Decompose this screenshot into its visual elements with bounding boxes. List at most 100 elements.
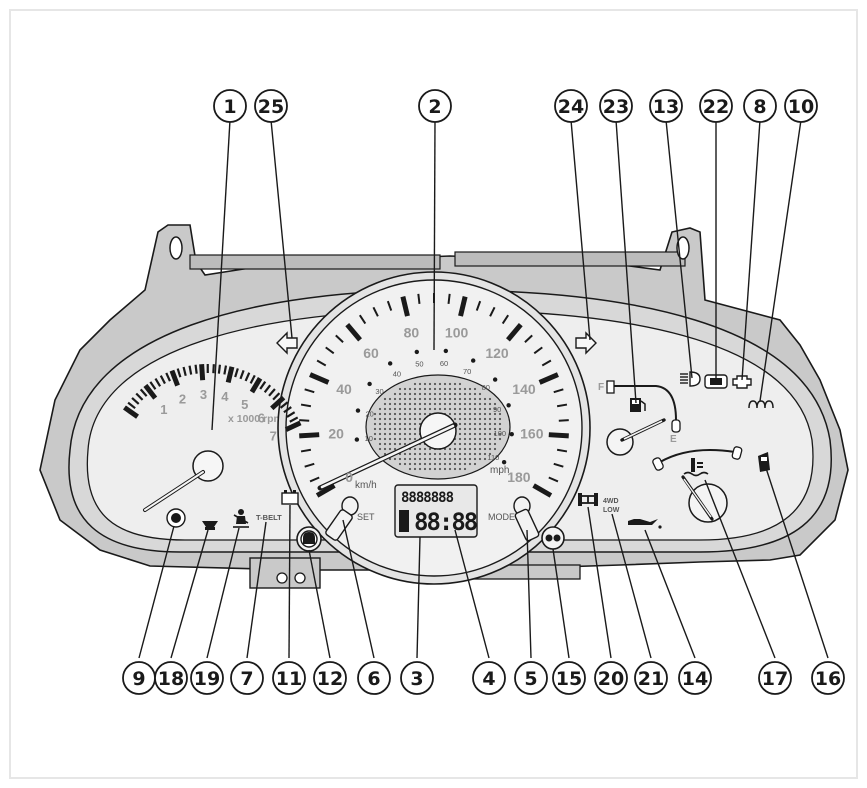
tach-minor-tick: [263, 384, 272, 393]
callout-leader-lines: [138, 119, 829, 659]
tach-minor-tick: [286, 411, 296, 418]
speedo-minor-tick: [489, 306, 496, 317]
callout-25: 25: [254, 89, 288, 123]
speedo-major-tick: [506, 322, 523, 342]
speedo-mph-number: 100: [494, 429, 507, 438]
tach-minor-tick: [212, 364, 215, 374]
speedo-kmh-number: 80: [404, 325, 420, 341]
speedo-minor-tick: [548, 476, 559, 483]
tach-number: 5: [241, 397, 248, 412]
tach-minor-tick: [268, 388, 276, 397]
tbelt-warning-label: T-BELT: [256, 513, 282, 522]
tach-minor-tick: [244, 372, 251, 382]
tach-minor-tick: [217, 364, 222, 374]
speedo-kmh-number: 0: [345, 469, 353, 485]
tach-minor-tick: [182, 366, 187, 376]
tach-number: 4: [221, 389, 229, 404]
abs-brake-warning-icon: [166, 508, 186, 528]
callout-18: 18: [154, 661, 188, 695]
callout-24: 24: [554, 89, 588, 123]
speedo-major-tick: [299, 432, 320, 439]
speedo-major-tick: [548, 432, 569, 439]
coolant-temp-icon: [683, 458, 709, 477]
speedo-minor-tick: [325, 346, 335, 355]
svg-text:1: 1: [223, 96, 236, 118]
speedo-major-tick: [345, 322, 362, 342]
tach-number: 7: [270, 429, 277, 444]
mode-knob[interactable]: [513, 496, 540, 542]
tach-minor-tick: [234, 368, 239, 378]
speedo-minor-tick: [541, 359, 552, 367]
tach-number: 3: [200, 387, 207, 402]
tach-minor-tick: [259, 380, 267, 390]
speedo-minor-tick: [299, 419, 310, 422]
speedo-minor-tick: [553, 462, 564, 468]
callout-2: 2: [418, 89, 452, 123]
svg-text:18: 18: [158, 668, 184, 690]
svg-text:9: 9: [132, 668, 145, 690]
svg-text:5: 5: [524, 668, 537, 690]
main-beam-icon: [680, 371, 701, 387]
speedo-minor-tick: [316, 359, 327, 367]
tach-minor-tick: [176, 368, 182, 378]
speedo-mph-number: 110: [487, 453, 499, 462]
tach-minor-tick: [165, 372, 171, 382]
svg-text:8: 8: [753, 96, 766, 118]
diff-lock-icon: [578, 493, 598, 506]
speedo-minor-tick: [358, 314, 367, 325]
speedo-mph-dot: [492, 377, 498, 382]
tach-minor-tick: [139, 388, 148, 397]
speedo-mph-number: 40: [393, 369, 401, 378]
speedo-mph-dot: [387, 361, 393, 366]
callout-9: 9: [122, 661, 156, 695]
speedo-minor-tick: [309, 476, 320, 483]
tach-minor-tick: [239, 370, 245, 380]
fuel-full-label: F: [598, 382, 604, 393]
speedometer: km/h mph 8888888 88:88 SET MODE: [277, 271, 591, 585]
speedo-kmh-number: 120: [485, 345, 509, 361]
tach-minor-tick: [194, 364, 198, 374]
callout-12: 12: [313, 661, 347, 695]
tach-minor-tick: [279, 401, 289, 409]
speedo-mph-dot: [509, 431, 514, 437]
speedo-mph-number: 90: [493, 405, 501, 414]
svg-text:24: 24: [558, 96, 584, 118]
callout-20: 20: [594, 661, 628, 695]
svg-text:22: 22: [703, 96, 729, 118]
speedo-mph-dot: [355, 408, 361, 413]
speedo-minor-tick: [417, 293, 421, 304]
speedo-minor-tick: [300, 448, 312, 453]
speedo-minor-tick: [553, 388, 564, 394]
svg-text:23: 23: [603, 96, 629, 118]
trip-reset-button[interactable]: [296, 526, 322, 552]
fuel-needle-hub: [606, 428, 634, 456]
callout-10: 10: [784, 89, 818, 123]
speedo-mph-number: 60: [440, 359, 448, 368]
svg-text:4: 4: [482, 668, 495, 690]
speedo-minor-tick: [304, 388, 315, 394]
tach-minor-tick: [127, 401, 136, 410]
fuel-gauge: F E: [598, 380, 681, 456]
mount-hole-left: [169, 236, 183, 260]
speedo-minor-tick: [304, 462, 315, 468]
speedo-major-tick: [400, 296, 410, 317]
svg-text:19: 19: [194, 668, 220, 690]
tach-major-tick: [284, 420, 302, 432]
trip-set-knob[interactable]: [325, 496, 359, 541]
speedo-minor-tick: [501, 314, 510, 325]
rear-fog-light-icon: [541, 526, 565, 550]
callout-1: 1: [213, 89, 247, 123]
tach-minor-tick: [249, 374, 256, 384]
tach-minor-tick: [289, 416, 299, 423]
callout-7: 7: [230, 661, 264, 695]
callout-14: 14: [678, 661, 712, 695]
speedo-mph-dot: [471, 358, 476, 363]
speedo-mph-label: mph: [490, 465, 509, 476]
tach-minor-tick: [154, 378, 162, 387]
speedo-mph-dot: [506, 403, 511, 408]
svg-text:25: 25: [258, 96, 284, 118]
airbag-warning-icon: [202, 521, 218, 530]
callout-5: 5: [514, 661, 548, 695]
tach-minor-tick: [149, 381, 157, 390]
svg-text:17: 17: [762, 668, 788, 690]
